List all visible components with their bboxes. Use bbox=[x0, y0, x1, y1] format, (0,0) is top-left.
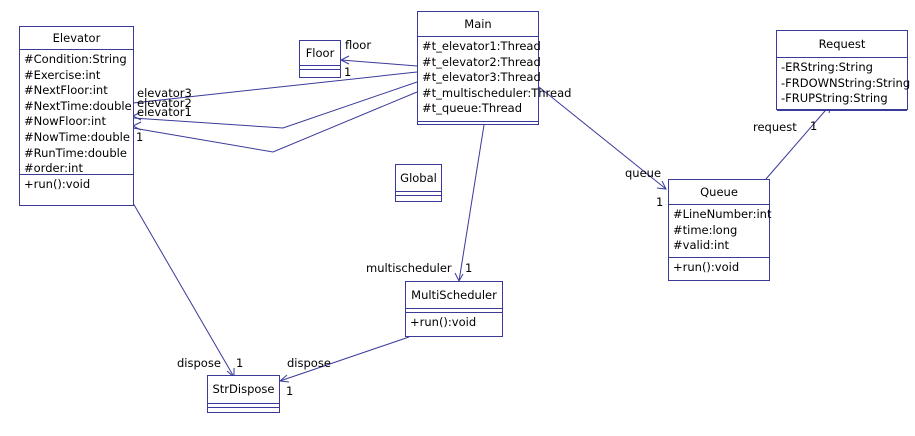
label-elevator1-role: elevator1 bbox=[137, 105, 192, 119]
arrowhead-strdispose-right bbox=[278, 374, 290, 383]
attribute: -FRUPString:String bbox=[781, 91, 888, 106]
class-name: MultiScheduler bbox=[406, 282, 502, 309]
class-floor[interactable]: Floor bbox=[299, 40, 341, 78]
attribute: -FRDOWNString:String bbox=[781, 75, 911, 90]
arrowhead-queue bbox=[656, 180, 667, 190]
operations-section: +run():void bbox=[669, 258, 769, 278]
class-multischeduler[interactable]: MultiScheduler +run():void bbox=[405, 281, 503, 337]
label-request-multiplicity: 1 bbox=[810, 119, 818, 133]
operations-section bbox=[418, 122, 538, 125]
class-name: StrDispose bbox=[208, 376, 279, 404]
assoc-main-elevator3 bbox=[132, 71, 418, 104]
class-main[interactable]: Main #t_elevator1:Thread #t_elevator2:Th… bbox=[417, 11, 572, 125]
operations-section: +run():void bbox=[20, 175, 133, 195]
attribute: #NowTime:double bbox=[24, 129, 130, 144]
assoc-queue-request bbox=[765, 103, 832, 180]
class-name: Request bbox=[777, 31, 907, 58]
operations-section: +run():void bbox=[406, 313, 502, 333]
label-floor-multiplicity: 1 bbox=[344, 65, 352, 79]
operation: +run():void bbox=[673, 260, 740, 274]
class-global[interactable]: Global bbox=[395, 164, 442, 202]
operation: +run():void bbox=[410, 315, 477, 329]
attribute: #t_queue:Thread bbox=[422, 101, 523, 116]
arrowhead-floor bbox=[339, 55, 350, 65]
assoc-main-queue bbox=[538, 86, 667, 190]
label-dispose-role-right: dispose bbox=[287, 356, 331, 370]
class-name: Global bbox=[396, 165, 441, 192]
assoc-main-multischeduler bbox=[458, 124, 485, 282]
attribute: #NowFloor:int bbox=[24, 114, 106, 129]
label-multischeduler-multiplicity: 1 bbox=[465, 261, 473, 275]
attributes-section bbox=[396, 192, 441, 196]
attribute: #RunTime:double bbox=[24, 145, 127, 160]
assoc-main-floor bbox=[340, 59, 418, 67]
class-name: Elevator bbox=[20, 27, 133, 50]
label-elevator2-role: elevator2 bbox=[137, 96, 192, 110]
assoc-elevator-strdispose bbox=[132, 202, 235, 378]
class-name: Main bbox=[418, 12, 538, 37]
attributes-section: #LineNumber:int #time:long #valid:int bbox=[669, 205, 772, 258]
attribute: -ERString:String bbox=[781, 60, 873, 74]
assoc-main-elevator1 bbox=[132, 91, 418, 153]
attributes-section: -ERString:String -FRDOWNString:String -F… bbox=[777, 58, 911, 111]
label-dispose-role-left: dispose bbox=[177, 356, 221, 370]
attribute: #Condition:String bbox=[24, 52, 127, 66]
attribute: #order:int bbox=[24, 161, 83, 176]
label-floor-role: floor bbox=[345, 38, 372, 52]
attribute: #valid:int bbox=[673, 238, 730, 253]
attributes-section bbox=[208, 404, 279, 408]
operations-section bbox=[396, 196, 441, 199]
label-dispose-multiplicity-left: 1 bbox=[236, 356, 244, 370]
class-name: Floor bbox=[300, 41, 340, 66]
class-elevator[interactable]: Elevator #Condition:String #Exercise:int… bbox=[19, 26, 134, 206]
attribute: #NextTime:double bbox=[24, 98, 132, 113]
attribute: #NextFloor:int bbox=[24, 83, 108, 98]
label-queue-role: queue bbox=[625, 166, 662, 180]
attributes-section: #t_elevator1:Thread #t_elevator2:Thread … bbox=[418, 37, 572, 122]
attribute: #LineNumber:int bbox=[673, 207, 772, 221]
operations-section bbox=[777, 111, 907, 114]
class-request[interactable]: Request -ERString:String -FRDOWNString:S… bbox=[776, 30, 911, 111]
label-elevator3-role: elevator3 bbox=[137, 86, 192, 100]
assoc-main-elevator2 bbox=[132, 81, 418, 129]
class-name: Queue bbox=[669, 180, 769, 205]
operations-section bbox=[208, 408, 279, 411]
attribute: #t_multischeduler:Thread bbox=[422, 85, 572, 100]
class-queue[interactable]: Queue #LineNumber:int #time:long #valid:… bbox=[668, 179, 772, 281]
attribute: #t_elevator3:Thread bbox=[422, 70, 541, 85]
label-elevator-multiplicity: 1 bbox=[136, 130, 144, 144]
label-multischeduler-role: multischeduler bbox=[366, 261, 452, 275]
assoc-multischeduler-strdispose bbox=[279, 336, 410, 382]
label-dispose-multiplicity-right: 1 bbox=[286, 384, 294, 398]
label-request-role: request bbox=[753, 120, 797, 134]
attributes-section bbox=[406, 309, 502, 313]
attributes-section bbox=[300, 66, 340, 70]
operation: +run():void bbox=[24, 177, 91, 191]
operations-section bbox=[300, 70, 340, 73]
attribute: #Exercise:int bbox=[24, 67, 101, 82]
attribute: #t_elevator2:Thread bbox=[422, 54, 541, 69]
class-strdispose[interactable]: StrDispose bbox=[207, 375, 280, 413]
attribute: #time:long bbox=[673, 222, 738, 237]
attributes-section: #Condition:String #Exercise:int #NextFlo… bbox=[20, 50, 133, 175]
label-queue-multiplicity: 1 bbox=[656, 195, 664, 209]
attribute: #t_elevator1:Thread bbox=[422, 39, 541, 53]
